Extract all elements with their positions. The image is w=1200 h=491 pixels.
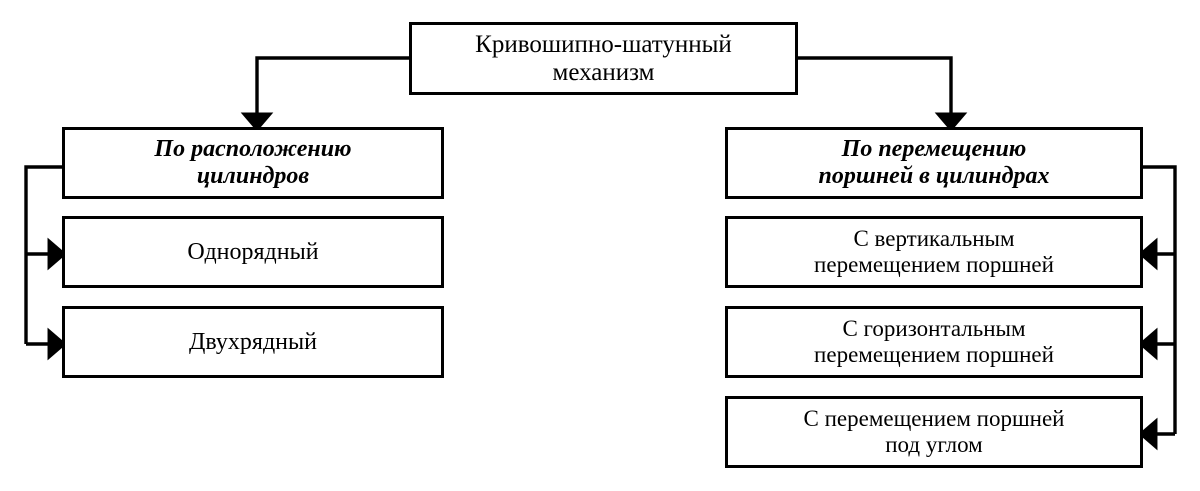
node-category-piston-movement-label: По перемещению поршней в цилиндрах xyxy=(818,136,1050,189)
node-category-cylinder-arrangement-label: По расположению цилиндров xyxy=(154,136,352,189)
connector-right-spine xyxy=(1143,165,1177,434)
node-root-label: Кривошипно-шатунный механизм xyxy=(475,30,732,86)
node-leaf-horizontal-label: С горизонтальным перемещением поршней xyxy=(814,316,1054,367)
connector-left-spine xyxy=(24,165,62,344)
node-leaf-single-row-label: Однорядный xyxy=(187,238,319,265)
node-leaf-double-row-label: Двухрядный xyxy=(189,328,317,355)
node-category-cylinder-arrangement: По расположению цилиндров xyxy=(62,127,444,199)
node-leaf-double-row: Двухрядный xyxy=(62,306,444,378)
node-leaf-horizontal: С горизонтальным перемещением поршней xyxy=(725,306,1143,378)
node-root: Кривошипно-шатунный механизм xyxy=(409,22,798,95)
connector-root-to-right-category xyxy=(798,56,968,132)
node-leaf-angled-label: С перемещением поршней под углом xyxy=(803,406,1065,457)
node-leaf-vertical-label: С вертикальным перемещением поршней xyxy=(814,226,1054,277)
node-leaf-angled: С перемещением поршней под углом xyxy=(725,396,1143,468)
node-leaf-vertical: С вертикальным перемещением поршней xyxy=(725,216,1143,288)
node-category-piston-movement: По перемещению поршней в цилиндрах xyxy=(725,127,1143,199)
connector-root-to-left-category xyxy=(240,56,409,132)
node-leaf-single-row: Однорядный xyxy=(62,216,444,288)
